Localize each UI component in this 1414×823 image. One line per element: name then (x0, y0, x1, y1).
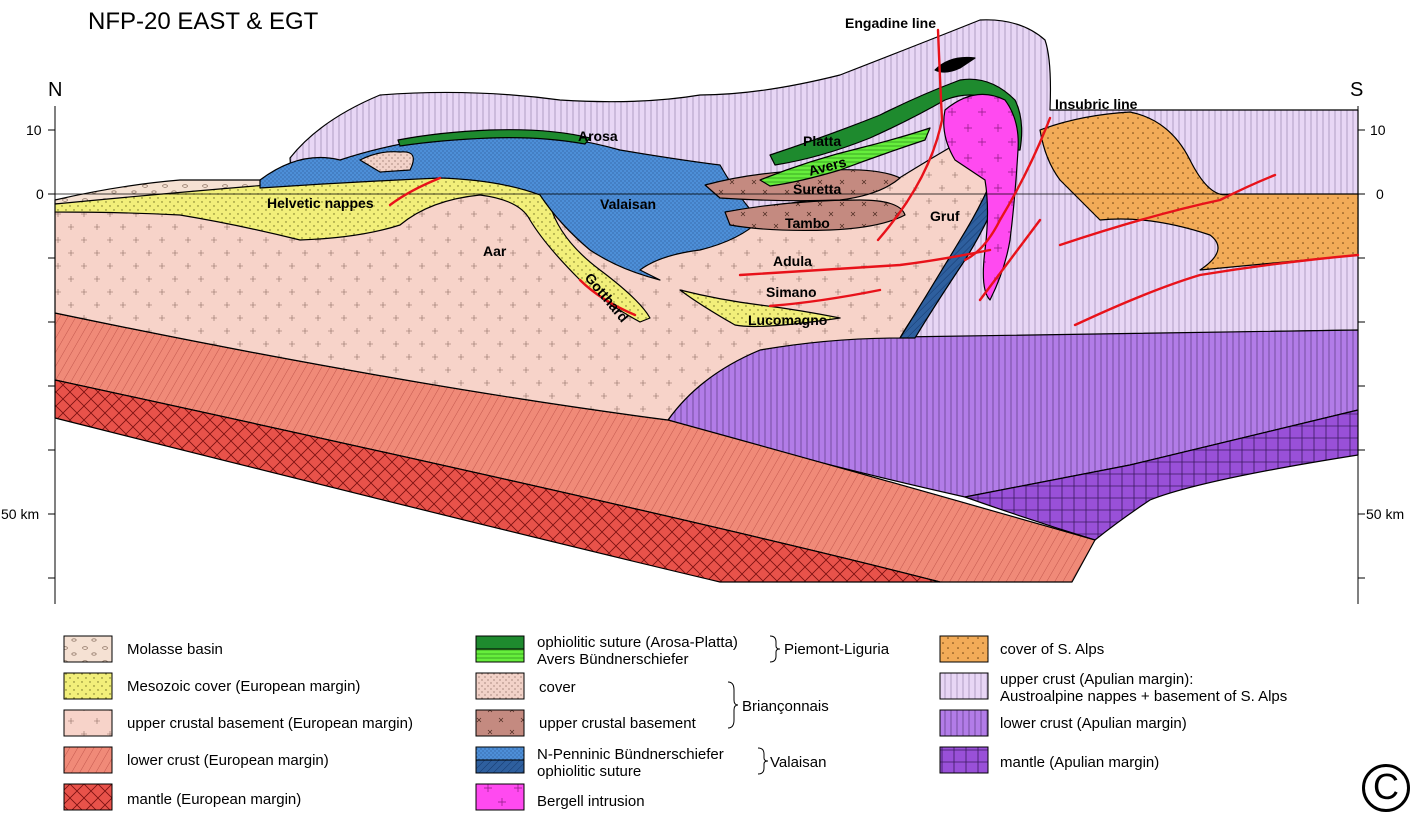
legend-brace-piemont (769, 635, 781, 663)
legend-label-avers: Avers Bündnerschiefer (537, 651, 688, 668)
helvetic-fault (388, 176, 442, 207)
insubric-fault (963, 116, 1052, 262)
label-gruf: Gruf (930, 208, 960, 224)
bergell-intrusion (943, 93, 1019, 301)
legend-label-lower-crust-apulian: lower crust (Apulian margin) (1000, 715, 1187, 732)
legend-label-cover-s-alps: cover of S. Alps (1000, 641, 1104, 658)
south-label: S (1350, 79, 1363, 101)
brianconnais-basement-tambo (724, 199, 906, 232)
legend-label-lower-crust-eu: lower crust (European margin) (127, 752, 329, 769)
southern-alps-thrust-2 (1058, 173, 1277, 247)
gotthard-fault (578, 278, 637, 317)
label-suretta: Suretta (793, 181, 841, 197)
label-valaisan: Valaisan (600, 196, 656, 212)
legend-swatch-ophiolite-arosa-platta (475, 635, 525, 650)
right-axis-label-50km: 50 km (1366, 506, 1404, 522)
legend-swatch-mesozoic-cover (63, 672, 113, 700)
legend-swatch-mantle-eu (63, 783, 113, 811)
avers-bundnerschiefer (759, 127, 931, 187)
left-axis-label-10: 10 (26, 122, 42, 138)
legend-swatch-upper-crust-apulian (939, 672, 989, 700)
label-lucomagno: Lucomagno (748, 312, 827, 328)
ophiolitic-suture-arosa-platta (397, 129, 591, 147)
legend-swatch-molasse (63, 635, 113, 663)
legend-group-brianconnais: Briançonnais (742, 698, 829, 715)
legend-label-upper-crust-apulian-1: upper crust (Apulian margin): (1000, 671, 1193, 688)
copyright-symbol: C (1362, 764, 1410, 812)
european-mantle (54, 379, 941, 583)
cross-section-units (54, 19, 1359, 583)
klippe-cap (934, 56, 976, 73)
engadine-fault (876, 28, 944, 242)
legend-group-piemont-liguria: Piemont-Liguria (784, 641, 890, 658)
legend (63, 635, 989, 811)
legend-swatch-brianconnais-cover (475, 672, 525, 700)
right-axis-label-10: 10 (1370, 122, 1386, 138)
southern-alps-thrust (1073, 253, 1360, 327)
legend-label-brianconnais-basement: upper crustal basement (539, 715, 697, 732)
left-axis-label-50km: 50 km (1, 506, 39, 522)
legend-label-bergell: Bergell intrusion (537, 793, 645, 810)
legend-group-valaisan: Valaisan (770, 754, 826, 771)
legend-swatch-bergell (475, 783, 525, 811)
legend-label-mantle-apulian: mantle (Apulian margin) (1000, 754, 1159, 771)
legend-swatch-valaisan-bundnerschiefer (475, 746, 525, 761)
legend-swatch-mantle-apulian (939, 746, 989, 774)
legend-swatch-lower-crust-apulian (939, 709, 989, 737)
adula-fault (738, 248, 992, 277)
brianconnais-basement-suretta (704, 169, 901, 202)
legend-brace-valaisan (757, 747, 769, 775)
legend-label-ophiolite-arosa-platta: ophiolitic suture (Arosa-Platta) (537, 634, 738, 651)
legend-label-brianconnais-cover: cover (539, 679, 576, 696)
label-platta: Platta (803, 133, 841, 149)
legend-label-valaisan-suture: ophiolitic suture (537, 763, 641, 780)
legend-label-upper-crust-apulian-2: Austroalpine nappes + basement of S. Alp… (1000, 688, 1287, 705)
legend-label-molasse: Molasse basin (127, 641, 223, 658)
left-axis-label-0: 0 (36, 186, 44, 202)
label-engadine-line: Engadine line (845, 15, 936, 31)
legend-label-valaisan-bundnerschiefer: N-Penninic Bündnerschiefer (537, 746, 724, 763)
legend-brace-brianconnais (727, 681, 739, 729)
label-tambo: Tambo (785, 215, 830, 231)
label-simano: Simano (766, 284, 817, 300)
legend-swatch-brianconnais-basement (475, 709, 525, 737)
simano-fault (768, 288, 882, 308)
insubric-fault-branch (978, 218, 1042, 302)
legend-labels: Molasse basin Mesozoic cover (European m… (127, 634, 1287, 810)
label-adula: Adula (773, 253, 812, 269)
legend-label-mesozoic-cover: Mesozoic cover (European margin) (127, 678, 360, 695)
legend-swatch-avers (475, 648, 525, 663)
brianconnais-cover (359, 151, 414, 173)
apulian-mantle (964, 409, 1359, 541)
legend-swatch-upper-crust-eu (63, 709, 113, 737)
label-helvetic-nappes: Helvetic nappes (267, 195, 374, 211)
legend-swatch-valaisan-suture (475, 759, 525, 774)
north-label: N (48, 79, 62, 101)
label-arosa: Arosa (578, 128, 618, 144)
legend-label-mantle-eu: mantle (European margin) (127, 791, 301, 808)
right-depth-axis (1357, 106, 1365, 604)
right-axis-label-0: 0 (1376, 186, 1384, 202)
cover-southern-alps (1039, 111, 1359, 271)
fault-lines (388, 28, 1360, 327)
mesozoic-cover-lucomagno (679, 289, 841, 328)
diagram-title: NFP-20 EAST & EGT (88, 8, 319, 35)
label-insubric-line: Insubric line (1055, 96, 1138, 112)
label-aar: Aar (483, 243, 507, 259)
left-depth-axis (48, 106, 56, 604)
legend-swatch-lower-crust-eu (63, 746, 113, 774)
legend-label-upper-crust-eu: upper crustal basement (European margin) (127, 715, 413, 732)
legend-swatch-cover-s-alps (939, 635, 989, 663)
